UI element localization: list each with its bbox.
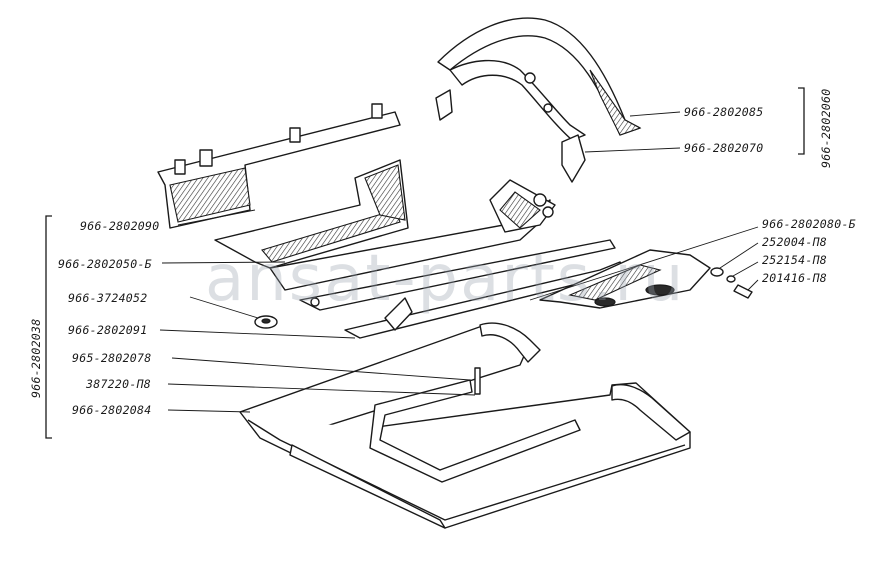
label-966-2802060: 966-2802060 <box>819 89 833 168</box>
washer-252154-shape <box>726 275 736 283</box>
label-966-2802038: 966-2802038 <box>29 319 43 398</box>
bolt-201416-shape <box>733 284 753 299</box>
label-966-2802091: 966-2802091 <box>68 323 147 337</box>
label-966-3724052: 966-3724052 <box>68 291 147 305</box>
step-grille-part <box>539 249 711 309</box>
label-965-2802078: 965-2802078 <box>72 351 151 365</box>
label-966-2802070: 966-2802070 <box>684 141 763 155</box>
label-387220-p8: 387220-П8 <box>85 377 151 391</box>
label-966-2802080-b: 966-2802080-Б <box>762 217 856 231</box>
group-bracket-right <box>798 87 805 155</box>
label-201416-p8: 201416-П8 <box>762 271 827 285</box>
label-252154-p8: 252154-П8 <box>762 253 827 267</box>
leader-lines <box>159 111 759 413</box>
middle-tray-part <box>214 159 556 291</box>
label-966-2802090: 966-2802090 <box>80 219 159 233</box>
fastener-group <box>254 267 753 329</box>
wheel-arch-trim-part <box>435 17 642 183</box>
label-966-2802050-b: 966-2802050-Б <box>58 257 152 271</box>
label-252004-p8: 252004-П8 <box>762 235 827 249</box>
bottom-frame-part <box>239 322 691 529</box>
group-bracket-left <box>45 215 52 439</box>
side-rail-part <box>299 239 626 339</box>
pin-387220-shape <box>474 367 481 395</box>
label-966-2802084: 966-2802084 <box>72 403 151 417</box>
label-966-2802085: 966-2802085 <box>684 105 763 119</box>
upper-floor-panel-part <box>157 103 401 229</box>
washer-252004-shape <box>710 267 724 277</box>
watermark-text: ansat-parts.ru <box>205 242 685 316</box>
